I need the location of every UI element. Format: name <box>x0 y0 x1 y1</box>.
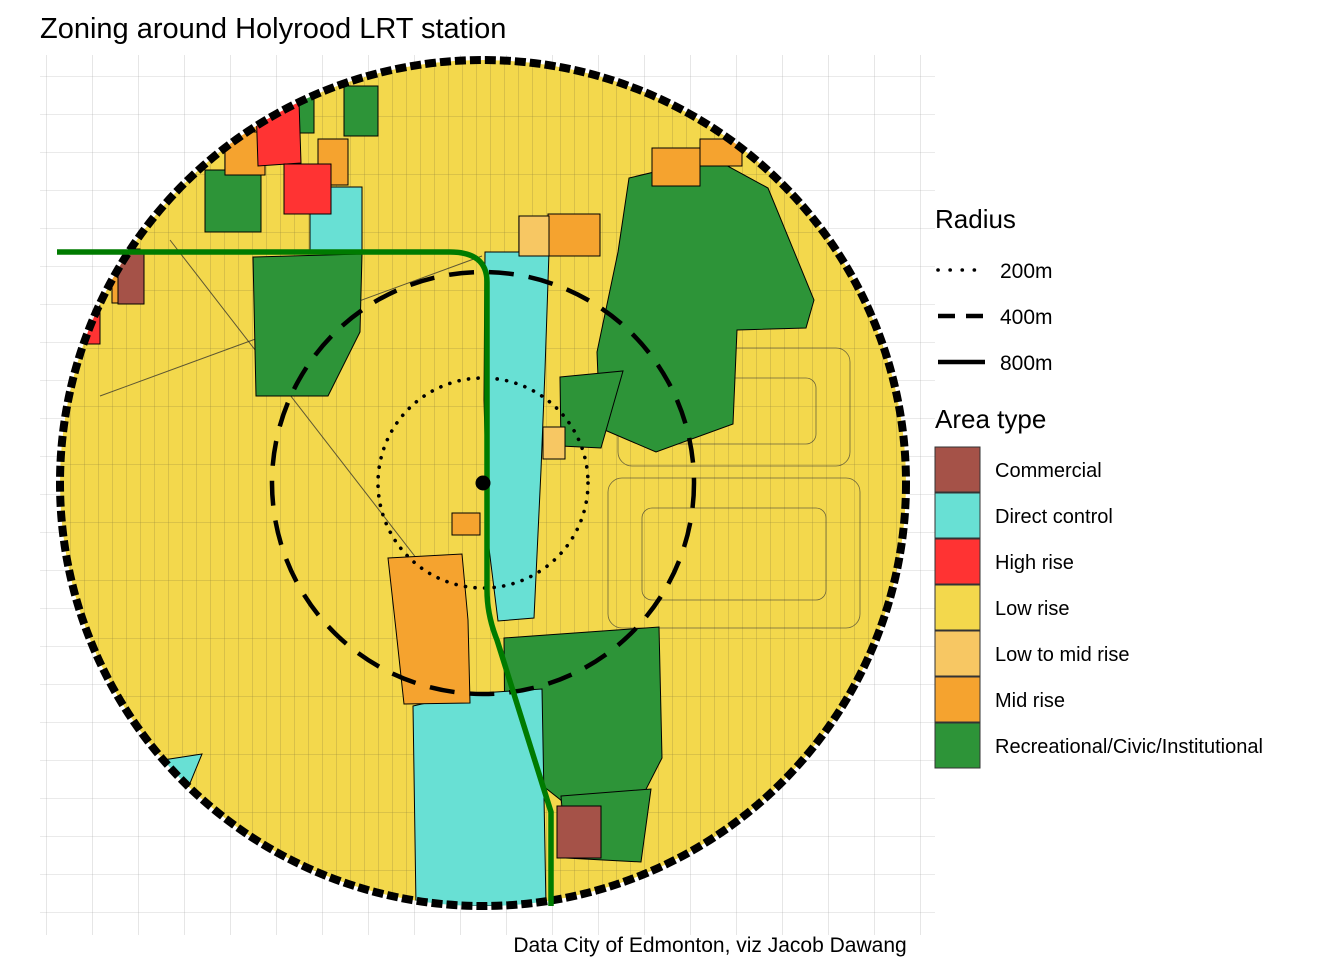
radius-rings <box>56 56 910 910</box>
legend-radius-label-200m: 200m <box>1000 260 1053 283</box>
swatch-low-rise <box>934 584 981 631</box>
legend-label-low-to-mid-rise: Low to mid rise <box>995 644 1130 666</box>
swatch-high-rise <box>934 538 981 585</box>
diagonal-street <box>169 239 459 613</box>
swatch-commercial <box>934 446 981 493</box>
legend-label-recreational: Recreational/Civic/Institutional <box>995 736 1263 758</box>
radius-ring-200m <box>376 376 590 590</box>
legend-area-heading: Area type <box>935 404 1046 434</box>
legend-radius-heading: Radius <box>935 204 1016 234</box>
legend-label-high-rise: High rise <box>995 552 1074 574</box>
legend-label-direct-control: Direct control <box>995 506 1113 528</box>
swatch-recreational <box>934 722 981 769</box>
radius-ring-400m <box>269 269 697 697</box>
legend-label-mid-rise: Mid rise <box>995 690 1065 712</box>
legend-radius-label-400m: 400m <box>1000 306 1053 329</box>
legend-radius: Radius 200m 400m 800m <box>935 204 1053 375</box>
zones-direct-control <box>162 186 550 906</box>
caption: Data City of Edmonton, viz Jacob Dawang <box>513 934 906 957</box>
swatch-direct-control <box>934 492 981 539</box>
legend-radius-label-800m: 800m <box>1000 352 1053 375</box>
zones-low-to-mid-rise <box>518 215 566 460</box>
legend-label-commercial: Commercial <box>995 460 1102 482</box>
swatch-mid-rise <box>934 676 981 723</box>
legend-area-type: Area type Commercial Direct control High… <box>934 404 1263 769</box>
radius-ring-800m <box>56 56 910 910</box>
legend-label-low-rise: Low rise <box>995 598 1069 620</box>
page-title: Zoning around Holyrood LRT station <box>40 13 506 45</box>
swatch-low-to-mid-rise <box>934 630 981 677</box>
lrt-line <box>57 249 554 906</box>
station-dot <box>475 475 491 491</box>
zones-commercial <box>117 250 602 859</box>
